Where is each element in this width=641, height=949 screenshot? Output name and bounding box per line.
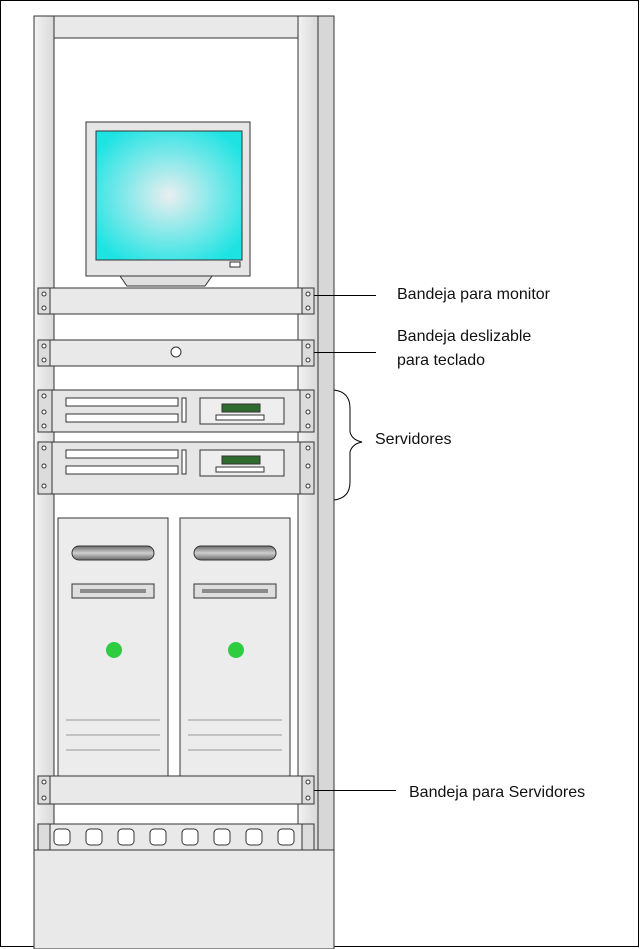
keyboard-tray-label-line1: Bandeja deslizable <box>397 328 532 345</box>
monitor-tray <box>37 287 315 315</box>
keyboard-tray <box>37 339 315 367</box>
tower-server-left <box>57 517 169 777</box>
monitor-tray-leader-line <box>314 295 376 296</box>
keyboard-tray-label-line2: para teclado <box>397 352 486 369</box>
rack-server-2 <box>37 441 315 495</box>
server-tray-leader-line <box>314 790 396 791</box>
rack-server-1 <box>37 389 315 433</box>
server-tray-label: Bandeja para Servidores <box>409 784 586 801</box>
servers-bracket <box>333 389 363 501</box>
servers-label: Servidores <box>375 431 452 448</box>
tower-server-right <box>179 517 291 777</box>
monitor-tray-label: Bandeja para monitor <box>397 286 550 303</box>
keyboard-tray-leader-line <box>314 352 376 353</box>
monitor <box>85 121 251 287</box>
power-strip <box>33 823 335 949</box>
server-tray <box>37 775 315 805</box>
